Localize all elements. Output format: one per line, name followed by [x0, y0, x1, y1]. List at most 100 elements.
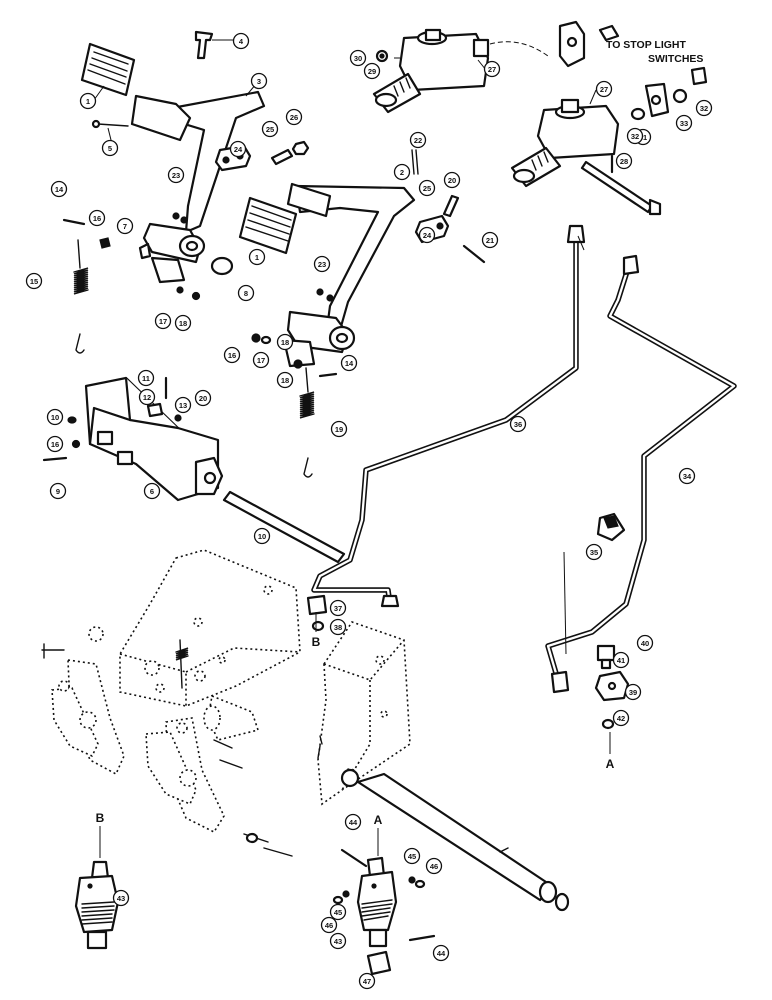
callout-37: 37 [329, 599, 347, 617]
callout-number: 13 [179, 401, 187, 410]
bushing-center [203, 694, 260, 741]
callout-number: 45 [334, 908, 342, 917]
callout-35: 35 [585, 543, 603, 561]
callout-6: 6 [143, 482, 161, 500]
letter-a-lower-right: A [606, 757, 615, 771]
callout-number: 45 [408, 852, 416, 861]
callout-number: 39 [629, 688, 637, 697]
callout-16: 16 [46, 435, 64, 453]
callout-number: 23 [172, 171, 180, 180]
callout-number: 20 [448, 176, 456, 185]
fitting-37 [306, 594, 328, 632]
callout-number: 12 [143, 393, 151, 402]
letter-b-upper: B [312, 635, 321, 649]
bleeder-40 [594, 644, 630, 730]
callout-33: 33 [675, 114, 693, 132]
clevis-stud-left [270, 140, 310, 166]
callout-number: 10 [258, 532, 266, 541]
callout-number: 32 [631, 132, 639, 141]
callout-23: 23 [313, 255, 331, 273]
callout-43: 43 [329, 932, 347, 950]
switch-hardware [332, 848, 436, 976]
lever-arms-center [145, 717, 225, 834]
callout-25: 25 [418, 179, 436, 197]
callout-number: 2 [400, 168, 404, 177]
callout-44: 44 [432, 944, 450, 962]
callout-number: 4 [239, 37, 244, 46]
stop-light-note: TO STOP LIGHT SWITCHES [606, 39, 703, 65]
left-brake-pedal [130, 90, 266, 284]
callout-number: 25 [423, 184, 431, 193]
callout-number: 18 [281, 338, 289, 347]
callout-18: 18 [276, 371, 294, 389]
callout-27: 27 [483, 60, 501, 78]
callout-25: 25 [261, 120, 279, 138]
callout-number: 6 [150, 487, 154, 496]
callout-number: 1 [255, 253, 259, 262]
callout-21: 21 [481, 231, 499, 249]
cotter-pin-right [411, 149, 419, 175]
callout-5: 5 [101, 139, 119, 157]
callout-18: 18 [276, 333, 294, 351]
mc-hardware-upper [375, 49, 389, 63]
cross-shaft-bracket [84, 376, 224, 502]
callout-number: 30 [354, 54, 362, 63]
callout-20: 20 [194, 389, 212, 407]
note-line-1: TO STOP LIGHT [606, 39, 687, 51]
support-frame-plate [119, 549, 301, 707]
callout-1: 1 [79, 92, 97, 110]
callout-12: 12 [138, 388, 156, 406]
callout-number: 15 [30, 277, 38, 286]
callout-38: 38 [329, 618, 347, 636]
callout-number: 43 [117, 894, 125, 903]
callout-number: 43 [334, 937, 342, 946]
callout-47: 47 [358, 972, 376, 990]
callout-24: 24 [418, 226, 436, 244]
callout-number: 25 [266, 125, 274, 134]
callout-14: 14 [340, 354, 358, 372]
callout-23: 23 [167, 166, 185, 184]
master-cylinder-lower [510, 98, 620, 188]
frame-hardware [41, 626, 323, 857]
callout-number: 23 [318, 260, 326, 269]
cross-shaft-lower [340, 768, 570, 912]
return-spring-left [73, 239, 89, 354]
callout-number: 32 [700, 104, 708, 113]
callout-32: 32 [626, 127, 644, 145]
callout-9: 9 [49, 482, 67, 500]
callout-number: 14 [345, 359, 354, 368]
leader-lines [93, 39, 597, 655]
callout-3: 3 [250, 72, 268, 90]
callout-26: 26 [285, 108, 303, 126]
callout-39: 39 [624, 683, 642, 701]
callout-11: 11 [137, 369, 155, 387]
callout-24: 24 [229, 140, 247, 158]
callout-15: 15 [25, 272, 43, 290]
bracket-left-hardware [42, 416, 81, 462]
return-spring-right [299, 367, 315, 478]
callout-number: 40 [641, 639, 649, 648]
callout-number: 10 [51, 413, 59, 422]
stoplight-tee-lower [630, 66, 708, 121]
callout-number: 14 [55, 185, 64, 194]
callout-number: 46 [430, 862, 438, 871]
callout-number: 47 [363, 977, 371, 986]
callout-number: 37 [334, 604, 342, 613]
callout-number: 38 [334, 623, 342, 632]
callout-27: 27 [595, 80, 613, 98]
callout-32: 32 [695, 99, 713, 117]
callout-19: 19 [330, 420, 348, 438]
callout-36: 36 [509, 415, 527, 433]
callout-number: 26 [290, 113, 298, 122]
callout-number: 7 [123, 222, 127, 231]
callout-16: 16 [88, 209, 106, 227]
callout-number: 21 [486, 236, 494, 245]
callout-number: 33 [680, 119, 688, 128]
right-frame-plate [317, 621, 411, 806]
callout-number: 27 [600, 85, 608, 94]
note-line-2: SWITCHES [648, 53, 703, 65]
callout-43: 43 [112, 889, 130, 907]
callout-13: 13 [174, 396, 192, 414]
clevis-pin-right [462, 244, 486, 264]
